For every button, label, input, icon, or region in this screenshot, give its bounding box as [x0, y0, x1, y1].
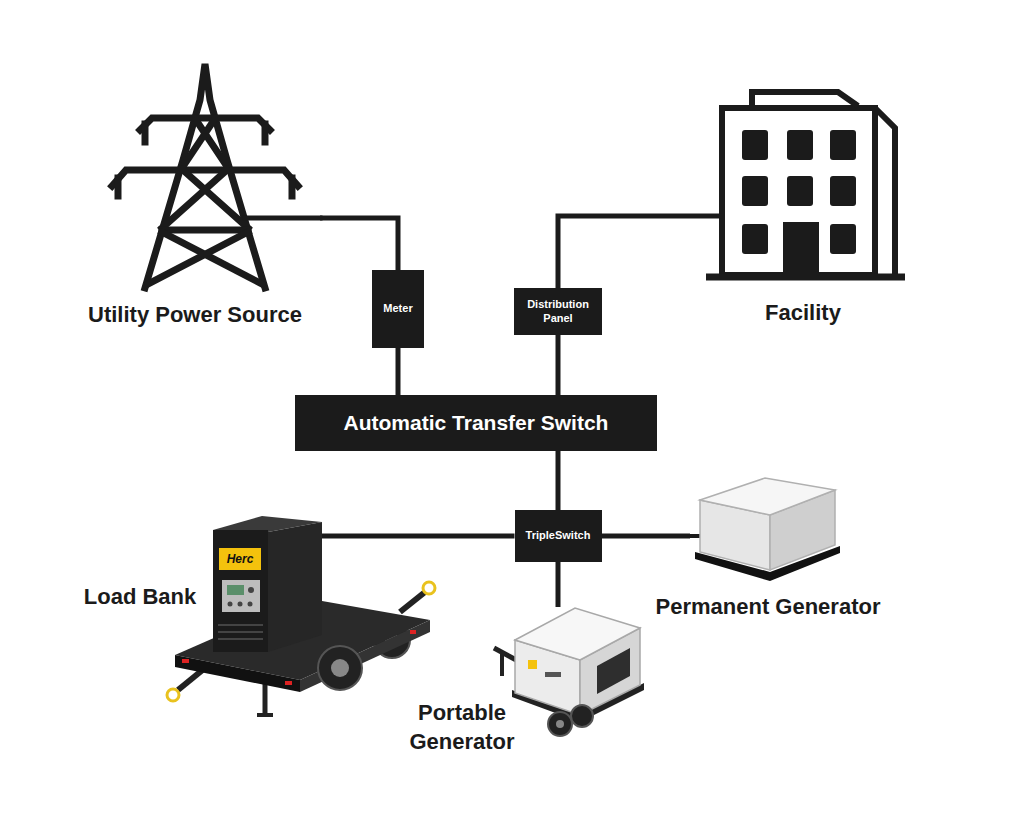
- building-icon-part: [830, 176, 856, 206]
- load-bank-icon-part: [218, 631, 263, 633]
- tower-icon-part: [289, 178, 296, 196]
- portable-generator-icon: [494, 608, 644, 736]
- power-line: [556, 562, 561, 607]
- building-icon-part: [742, 130, 856, 277]
- building-icon-part: [830, 130, 856, 160]
- load-bank-icon-part: [218, 624, 263, 626]
- portable-generator-icon-part: [515, 608, 640, 660]
- power-line: [558, 216, 700, 288]
- load-bank-icon-part: [248, 602, 253, 607]
- power-line: [556, 451, 561, 510]
- building-icon-part: [783, 222, 819, 277]
- node-label: Facility: [703, 298, 903, 327]
- power-line: [602, 534, 691, 539]
- load-bank-icon-part: [218, 638, 263, 640]
- meter-box: Meter: [372, 270, 424, 348]
- tower-icon-part: [148, 232, 248, 284]
- box-label: Meter: [383, 302, 412, 315]
- load-bank-icon-part: [182, 659, 189, 663]
- load-bank-icon-part: [322, 534, 340, 539]
- tower-node: Utility Power Source: [80, 55, 320, 330]
- load-bank-icon-part: [248, 587, 254, 593]
- portable-generator-icon-part: [556, 720, 564, 728]
- building-icon-part: [875, 108, 895, 275]
- tower-icon-part: [262, 124, 269, 142]
- brand-logo: Herc: [219, 548, 261, 570]
- tower-icon-part: [115, 178, 122, 196]
- load-bank-node: Load Bank: [78, 505, 340, 720]
- building-icon-part: [742, 224, 768, 254]
- power-line: [396, 348, 401, 395]
- tower-icon-part: [162, 227, 248, 234]
- building-icon-part: [787, 130, 813, 160]
- load-bank-icon-part: [228, 602, 233, 607]
- tower-icon-part: [182, 120, 214, 168]
- building-icon-part: [830, 224, 856, 254]
- building-icon-part: [787, 176, 813, 206]
- load-bank-icon-part: [285, 681, 292, 685]
- portable-generator-icon-part: [548, 712, 572, 736]
- load-bank-icon-part: [257, 713, 273, 717]
- portable-generator-icon-part: [571, 705, 593, 727]
- tripleswitch-box: TripleSwitch: [515, 510, 602, 562]
- load-bank-icon-part: [268, 522, 322, 652]
- building-icon-part: [742, 176, 768, 206]
- permanent-generator-icon-part: [700, 478, 835, 515]
- load-bank-icon-part: [227, 585, 244, 595]
- power-line: [320, 218, 398, 270]
- tower-icon-part: [162, 170, 227, 228]
- permanent-generator-icon: [690, 478, 840, 581]
- portable-generator-node: Portable Generator: [480, 607, 650, 757]
- tower-icon-part: [112, 170, 298, 186]
- load-bank-icon-part: [400, 592, 425, 612]
- tower-icon-part: [142, 124, 149, 142]
- tower-icon-part: [245, 216, 320, 221]
- load-bank-icon-part: [410, 630, 416, 634]
- power-line: [340, 534, 515, 539]
- building-icon-part: [700, 214, 722, 219]
- load-bank-icon-part: [331, 659, 349, 677]
- tower-icon-part: [162, 232, 262, 284]
- load-bank-icon-part: [222, 580, 260, 612]
- load-bank-icon-part: [167, 689, 179, 701]
- portable-generator-icon-part: [597, 648, 630, 694]
- portable-generator-icon-part: [545, 672, 561, 677]
- tower-icon: [112, 64, 320, 288]
- power-line: [556, 335, 561, 395]
- load-bank-icon-part: [263, 684, 268, 714]
- portable-generator-icon-part: [528, 660, 537, 669]
- tower-icon-part: [145, 64, 265, 288]
- load-bank-icon-part: [423, 582, 435, 594]
- panel-box: Distribution Panel: [514, 288, 602, 335]
- facility-node: Facility: [700, 85, 910, 330]
- switch-bar: Automatic Transfer Switch: [295, 395, 657, 451]
- node-label: Portable Generator: [406, 698, 518, 756]
- load-bank-icon-part: [238, 602, 243, 607]
- node-label: Load Bank: [78, 582, 202, 611]
- portable-generator-icon-part: [500, 652, 504, 676]
- box-label: Distribution Panel: [520, 298, 596, 324]
- permanent-generator-node: Permanent Generator: [690, 470, 900, 622]
- load-bank-icon-part: [219, 548, 261, 570]
- load-bank-icon: [167, 516, 435, 715]
- load-bank-icon-part: [175, 655, 300, 692]
- load-bank-icon-part: [318, 646, 362, 690]
- box-label: TripleSwitch: [526, 529, 591, 542]
- box-label: Automatic Transfer Switch: [344, 410, 609, 435]
- building-icon-part: [742, 130, 768, 160]
- node-label: Permanent Generator: [648, 592, 888, 621]
- building-icon-part: [752, 92, 858, 108]
- building-icon: [700, 92, 905, 277]
- building-icon-part: [700, 92, 905, 277]
- load-bank-icon-part: [213, 530, 268, 652]
- node-label: Utility Power Source: [70, 300, 320, 329]
